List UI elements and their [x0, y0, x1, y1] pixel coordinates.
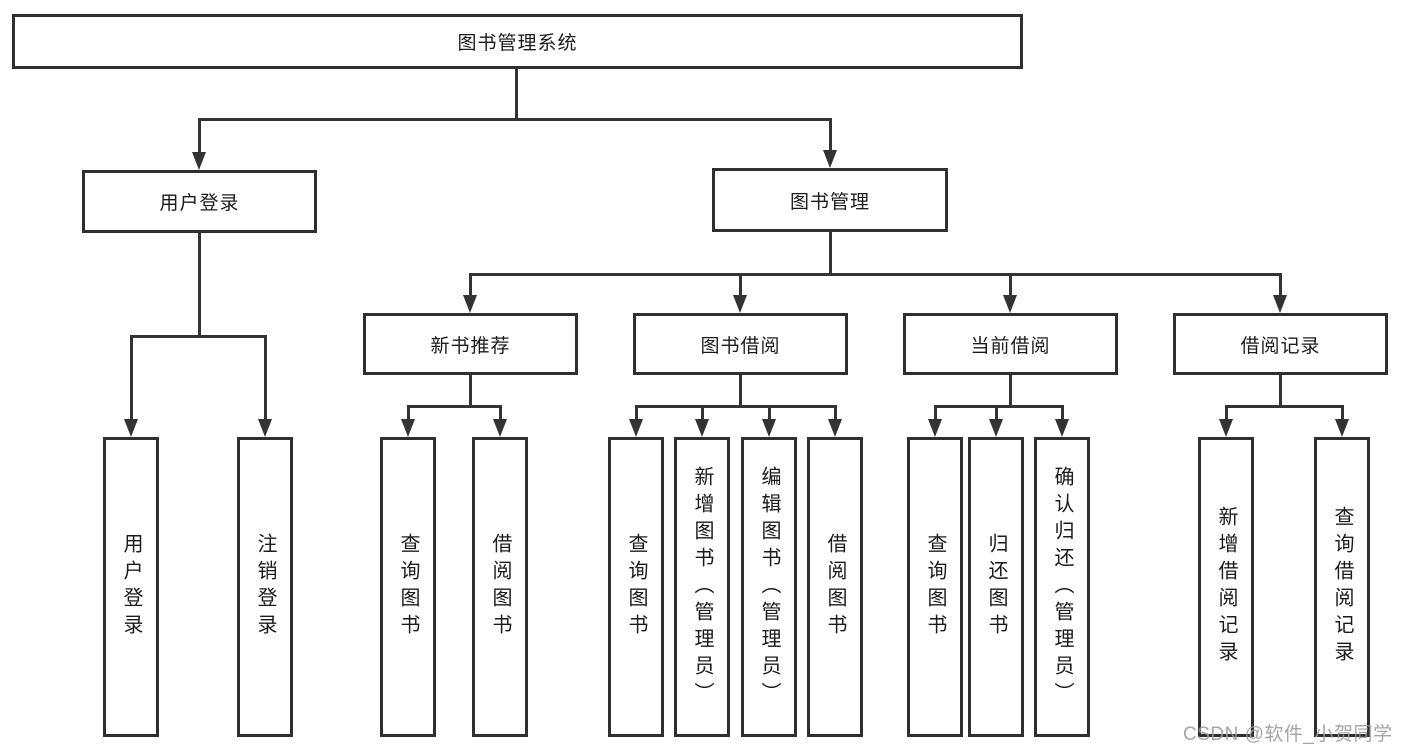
- arrowhead-leaf-user-login: [124, 419, 138, 437]
- arrowhead-bb-edit: [762, 419, 776, 437]
- leaf-cb-query-books: 查询图书: [907, 437, 963, 737]
- leaf-cb-return-books: 归还图书: [968, 437, 1024, 737]
- arrowhead-leaf-logout: [258, 419, 272, 437]
- arrowhead-bb-add: [695, 419, 709, 437]
- arrowhead-cb-confirm: [1055, 419, 1069, 437]
- connector-drop-leaf-user-login: [130, 335, 133, 419]
- arrowhead-bb-borrow: [828, 419, 842, 437]
- arrowhead-book-borrow: [733, 295, 747, 313]
- leaf-nbr-borrow-books: 借阅图书: [472, 437, 528, 737]
- arrowhead-new-book-recommend: [463, 295, 477, 313]
- node-current-borrow-label: 当前借阅: [970, 335, 1051, 357]
- node-borrow-records: 借阅记录: [1173, 313, 1388, 375]
- leaf-cb-return-books-label: 归还图书: [985, 533, 1007, 641]
- connector-nbr-branch: [407, 405, 502, 408]
- arrowhead-nbr-borrow: [493, 419, 507, 437]
- connector-drop-bb-query: [635, 405, 638, 419]
- node-user-login: 用户登录: [82, 170, 317, 233]
- arrowhead-cb-query: [928, 419, 942, 437]
- leaf-br-add-record: 新增借阅记录: [1198, 437, 1254, 737]
- arrowhead-bb-query: [629, 419, 643, 437]
- leaf-cb-confirm-return-admin-label: 确认归还（管理员）: [1051, 465, 1073, 709]
- leaf-br-add-record-label: 新增借阅记录: [1215, 506, 1237, 668]
- leaf-bb-edit-books-admin: 编辑图书（管理员）: [741, 437, 797, 737]
- leaf-cb-confirm-return-admin: 确认归还（管理员）: [1034, 437, 1090, 737]
- connector-drop-br-add: [1225, 405, 1228, 419]
- connector-bb-branch: [635, 405, 837, 408]
- node-current-borrow: 当前借阅: [903, 313, 1118, 375]
- connector-root-stem: [515, 69, 518, 119]
- node-user-login-label: 用户登录: [159, 193, 240, 214]
- connector-drop-cb-query: [934, 405, 937, 419]
- leaf-bb-edit-books-admin-label: 编辑图书（管理员）: [758, 465, 780, 709]
- connector-book-management-stem: [829, 232, 832, 273]
- connector-cb-branch: [934, 405, 1064, 408]
- arrowhead-current-borrow: [1003, 295, 1017, 313]
- leaf-logout-label: 注销登录: [254, 533, 276, 641]
- node-new-book-recommend-label: 新书推荐: [430, 335, 511, 357]
- node-book-management: 图书管理: [712, 168, 948, 232]
- arrowhead-user-login: [192, 152, 206, 170]
- node-root: 图书管理系统: [12, 14, 1023, 69]
- leaf-bb-add-books-admin: 新增图书（管理员）: [674, 437, 730, 737]
- connector-drop-bb-edit: [768, 405, 771, 419]
- connector-drop-current-borrow: [1009, 273, 1012, 295]
- connector-drop-cb-return: [995, 405, 998, 419]
- connector-drop-leaf-logout: [264, 335, 267, 419]
- connector-drop-nbr-query: [407, 405, 410, 419]
- arrowhead-nbr-query: [401, 419, 415, 437]
- leaf-bb-query-books: 查询图书: [608, 437, 664, 737]
- leaf-logout: 注销登录: [237, 437, 293, 737]
- connector-user-login-branch: [130, 335, 267, 338]
- leaf-bb-borrow-books: 借阅图书: [807, 437, 863, 737]
- node-book-borrow-label: 图书借阅: [700, 335, 781, 357]
- connector-book-management-branch: [469, 273, 1282, 276]
- connector-drop-user-login: [198, 118, 201, 152]
- node-new-book-recommend: 新书推荐: [363, 313, 578, 375]
- leaf-bb-query-books-label: 查询图书: [625, 533, 647, 641]
- connector-drop-bb-borrow: [834, 405, 837, 419]
- connector-drop-nbr-borrow: [499, 405, 502, 419]
- node-book-management-label: 图书管理: [789, 191, 870, 213]
- arrowhead-cb-return: [989, 419, 1003, 437]
- connector-br-stem: [1279, 375, 1282, 405]
- leaf-br-query-record: 查询借阅记录: [1314, 437, 1370, 737]
- connector-drop-borrow-records: [1279, 273, 1282, 295]
- leaf-cb-query-books-label: 查询图书: [924, 533, 946, 641]
- arrowhead-br-query: [1335, 419, 1349, 437]
- connector-user-login-stem: [198, 233, 201, 335]
- connector-drop-new-book-recommend: [469, 273, 472, 295]
- leaf-nbr-query-books-label: 查询图书: [397, 533, 419, 641]
- connector-root-branch: [198, 118, 832, 121]
- leaf-nbr-borrow-books-label: 借阅图书: [489, 533, 511, 641]
- connector-drop-br-query: [1341, 405, 1344, 419]
- csdn-watermark: CSDN @软件_小贺同学: [1183, 724, 1393, 745]
- connector-nbr-stem: [469, 375, 472, 405]
- connector-drop-cb-confirm: [1061, 405, 1064, 419]
- leaf-user-login: 用户登录: [103, 437, 159, 737]
- leaf-user-login-label: 用户登录: [120, 533, 142, 641]
- connector-drop-book-borrow: [739, 273, 742, 295]
- connector-cb-stem: [1009, 375, 1012, 405]
- connector-drop-bb-add: [701, 405, 704, 419]
- leaf-bb-borrow-books-label: 借阅图书: [824, 533, 846, 641]
- arrowhead-borrow-records: [1273, 295, 1287, 313]
- connector-drop-book-management: [829, 118, 832, 150]
- node-borrow-records-label: 借阅记录: [1240, 335, 1321, 357]
- node-book-borrow: 图书借阅: [633, 313, 848, 375]
- leaf-br-query-record-label: 查询借阅记录: [1331, 506, 1353, 668]
- leaf-bb-add-books-admin-label: 新增图书（管理员）: [691, 465, 713, 709]
- leaf-nbr-query-books: 查询图书: [380, 437, 436, 737]
- arrowhead-book-management: [823, 150, 837, 168]
- node-root-label: 图书管理系统: [457, 33, 578, 54]
- arrowhead-br-add: [1219, 419, 1233, 437]
- connector-bb-stem: [739, 375, 742, 405]
- connector-br-branch: [1225, 405, 1344, 408]
